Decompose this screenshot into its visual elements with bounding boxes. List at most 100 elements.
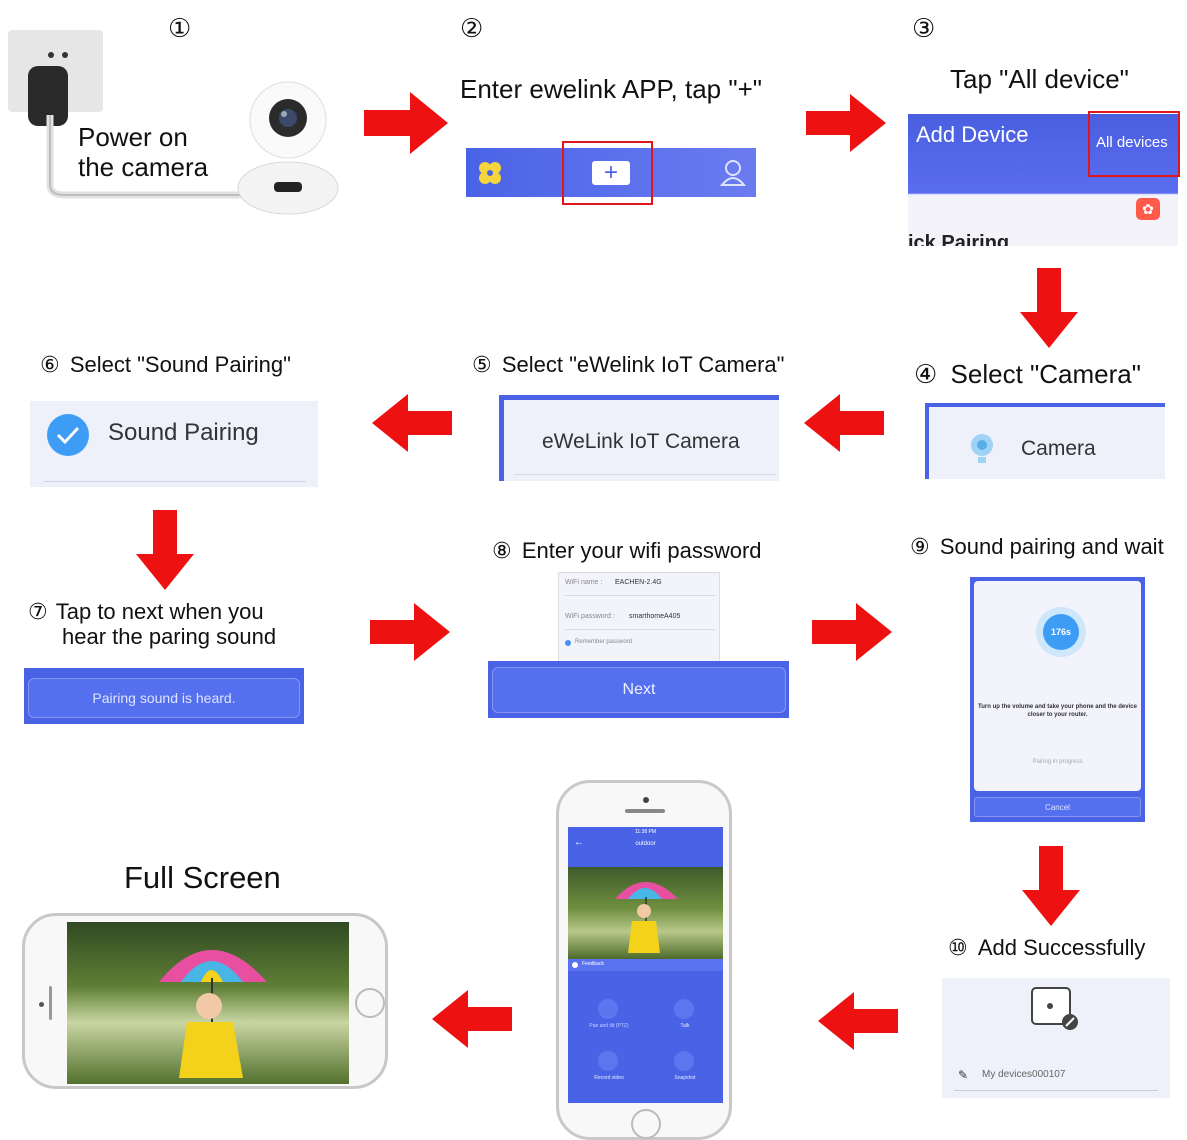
step-5-title-wrap: ⑤ Select "eWelink IoT Camera" — [472, 352, 784, 378]
record-icon[interactable] — [598, 1051, 618, 1071]
home-icon[interactable] — [478, 161, 502, 185]
device-name: My devices000107 — [982, 1069, 1066, 1080]
add-device-header: Add Device — [916, 122, 1029, 147]
sound-pairing-item[interactable]: Sound Pairing — [30, 401, 318, 487]
camera-small-icon — [971, 434, 993, 463]
arrow-down-1 — [1020, 268, 1078, 348]
phone-speaker — [625, 809, 665, 813]
wifi-password-field[interactable]: smarthomeA405 — [629, 613, 681, 620]
add-button-highlight — [562, 141, 653, 205]
power-on-line2: the camera — [78, 152, 209, 182]
wifi-name-field[interactable]: EACHEN-2.4G — [615, 579, 662, 586]
arrow-right-3 — [370, 603, 450, 661]
ptz-label: Pan and tilt (PTZ) — [589, 1023, 629, 1029]
portrait-phone: 11:38 PM ← outdoor Feedback Pan and tilt… — [556, 780, 732, 1140]
wifi-form: WiFi name : EACHEN-2.4G WiFi password : … — [558, 572, 720, 662]
camera-item[interactable]: Camera — [925, 403, 1165, 479]
step-5-title: Select "eWelink IoT Camera" — [501, 352, 785, 377]
pairing-sound-panel: Pairing sound is heard. — [24, 668, 304, 724]
edit-icon[interactable]: ✎ — [958, 1068, 969, 1082]
ewelink-camera-label: eWeLink IoT Camera — [542, 430, 740, 453]
star-icon[interactable]: ✿ — [1136, 198, 1160, 220]
phone-screen: 11:38 PM ← outdoor Feedback Pan and tilt… — [568, 827, 723, 1103]
step-4-title: Select "Camera" — [950, 359, 1141, 389]
step-8-number: ⑧ — [492, 539, 512, 564]
phone-header-title: outdoor — [635, 841, 656, 847]
live-video[interactable] — [568, 867, 723, 959]
snapshot-icon[interactable] — [674, 1051, 694, 1071]
feedback-label: Feedback — [582, 961, 604, 967]
arrow-down-3 — [1022, 846, 1080, 926]
landscape-phone — [22, 913, 388, 1089]
step-8-title-wrap: ⑧ Enter your wifi password — [492, 538, 762, 564]
phone-camera-dot — [643, 797, 649, 803]
pairing-sound-heard-button[interactable]: Pairing sound is heard. — [28, 678, 300, 718]
next-button[interactable]: Next — [492, 667, 786, 713]
step-1-number: ① — [168, 14, 192, 44]
step-4-title-wrap: ④ Select "Camera" — [914, 359, 1141, 390]
phone-status-time: 11:38 PM — [634, 829, 657, 835]
power-cable — [46, 115, 245, 199]
snapshot-label: Snapshot — [674, 1075, 696, 1081]
ptz-icon[interactable] — [598, 999, 618, 1019]
checkmark-icon — [47, 414, 89, 456]
all-devices-highlight — [1088, 111, 1180, 177]
add-button[interactable]: + — [592, 161, 630, 185]
ewelink-camera-item[interactable]: eWeLink IoT Camera — [499, 395, 779, 481]
power-on-label: Power on the camera — [78, 122, 208, 182]
fullscreen-video[interactable] — [67, 922, 349, 1084]
app-tabbar: + — [466, 148, 756, 197]
step-10-number: ⑩ — [948, 936, 968, 961]
step-7-number: ⑦ — [28, 600, 48, 625]
step-7-title-line1: Tap to next when you — [55, 599, 264, 624]
arrow-down-2 — [136, 510, 194, 590]
step-2-number: ② — [460, 14, 484, 44]
arrow-right-1 — [364, 92, 448, 154]
step-5-number: ⑤ — [472, 353, 492, 378]
user-icon[interactable] — [720, 159, 746, 187]
fullscreen-child-image — [159, 950, 267, 1078]
step-3-title: Tap "All device" — [950, 64, 1129, 94]
step-6-title: Select "Sound Pairing" — [69, 352, 291, 377]
wifi-password-label: WiFi password : — [565, 613, 615, 620]
child-umbrella-image — [615, 882, 678, 953]
remember-label: Remember password — [575, 639, 633, 645]
landscape-speaker — [49, 986, 52, 1020]
sound-pairing-screen: 176s Turn up the volume and take your ph… — [970, 577, 1145, 822]
pairing-card: ick Pairing ✿ — [908, 196, 1178, 246]
arrow-right-4 — [812, 603, 892, 661]
talk-icon[interactable] — [674, 999, 694, 1019]
record-label: Record video — [594, 1075, 624, 1081]
remember-checkbox[interactable] — [565, 640, 571, 646]
step-10-title-wrap: ⑩ Add Successfully — [948, 935, 1145, 961]
pairing-progress-label: Pairing in progress — [1032, 759, 1083, 765]
landscape-home-button[interactable] — [355, 988, 385, 1018]
pairing-card-9: 176s Turn up the volume and take your ph… — [974, 581, 1141, 791]
device-icon — [1031, 987, 1078, 1030]
arrow-left-3 — [818, 992, 898, 1050]
back-arrow-icon[interactable]: ← — [574, 837, 584, 848]
arrow-left-1 — [804, 394, 884, 452]
landscape-camera-dot — [39, 1002, 44, 1007]
cancel-button[interactable]: Cancel — [974, 797, 1141, 817]
step-9-title: Sound pairing and wait — [939, 534, 1164, 559]
timer-value: 176s — [1043, 614, 1079, 650]
step-6-title-wrap: ⑥ Select "Sound Pairing" — [40, 352, 291, 378]
feedback-icon — [572, 962, 578, 968]
timer-ring: 176s — [1036, 607, 1086, 657]
feedback-bar[interactable]: Feedback — [568, 959, 723, 971]
step-6-number: ⑥ — [40, 353, 60, 378]
step-3-number: ③ — [912, 14, 936, 44]
wifi-name-label: WiFi name : — [565, 579, 603, 586]
step-9-number: ⑨ — [910, 535, 930, 560]
arrow-right-2 — [806, 94, 886, 152]
power-on-line1: Power on — [78, 122, 188, 152]
arrow-left-2 — [372, 394, 452, 452]
quick-pairing-label: ick Pairing — [908, 232, 1010, 246]
arrow-left-4 — [432, 990, 512, 1048]
step-10-title: Add Successfully — [977, 935, 1146, 960]
step-4-number: ④ — [914, 360, 938, 390]
all-devices-link[interactable]: All devices — [1096, 134, 1168, 151]
home-button[interactable] — [631, 1109, 661, 1139]
